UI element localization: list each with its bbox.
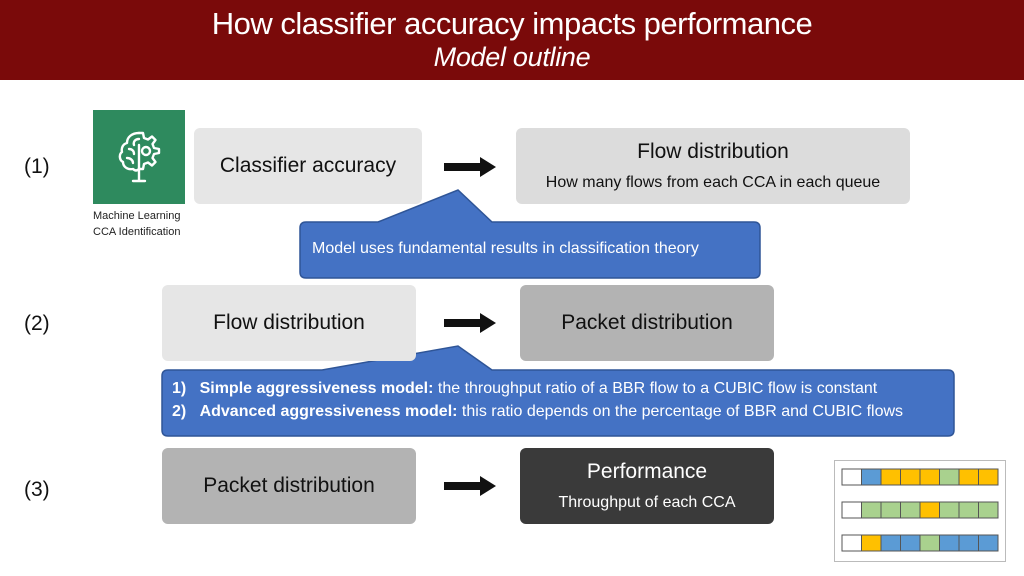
queue-cell-empty (841, 534, 862, 552)
callout2-item1-bold: Simple aggressiveness model: (199, 380, 434, 397)
queue-cell-yellow (978, 468, 999, 486)
queue-cells (841, 468, 999, 552)
flow-distribution-sub: How many flows from each CCA in each que… (545, 174, 881, 191)
queue-cell-green (880, 501, 901, 519)
slide-subtitle: Model outline (433, 42, 591, 72)
performance-title: Performance (586, 460, 708, 483)
queue-cell-yellow (900, 468, 921, 486)
callout1-text: Model uses fundamental results in classi… (312, 240, 699, 257)
queue-cell-green (919, 534, 940, 552)
queue-cell-blue (939, 534, 960, 552)
callout2-item-1: 1) Simple aggressiveness model: the thro… (172, 377, 903, 400)
flow-distribution-label-2: Flow distribution (213, 311, 365, 334)
step-label-1: (1) (24, 155, 50, 178)
queue-cell-green (978, 501, 999, 519)
queue-cell-yellow (880, 468, 901, 486)
packet-distribution-box-2: Packet distribution (162, 448, 416, 524)
flow-distribution-title: Flow distribution (637, 140, 789, 163)
queue-cell-blue (978, 534, 999, 552)
classifier-accuracy-label: Classifier accuracy (219, 154, 397, 177)
flow-distribution-box-1: Flow distribution How many flows from ea… (516, 128, 910, 204)
queue-cell-green (861, 501, 882, 519)
callout2-item2-text: this ratio depends on the percentage of … (457, 403, 904, 420)
step-label-3: (3) (24, 478, 50, 501)
performance-sub: Throughput of each CCA (558, 494, 736, 511)
ml-caption-line2: CCA Identification (93, 226, 181, 238)
gear-brain-icon (93, 110, 185, 204)
ml-caption-line1: Machine Learning (93, 210, 181, 222)
queue-cell-green (939, 468, 960, 486)
queue-cell-yellow (958, 468, 979, 486)
callout2-item1-text: the throughput ratio of a BBR flow to a … (433, 380, 878, 397)
flow-distribution-box-2: Flow distribution (162, 285, 416, 361)
queue-cell-blue (958, 534, 979, 552)
callout2-item2-num: 2) (172, 403, 187, 420)
right-arrow-icon (444, 157, 496, 177)
callout2-item1-num: 1) (172, 380, 187, 397)
slide-title: How classifier accuracy impacts performa… (211, 6, 813, 41)
callout2-item-2: 2) Advanced aggressiveness model: this r… (172, 400, 903, 423)
queue-cell-blue (880, 534, 901, 552)
queue-row (841, 468, 999, 486)
queue-row (841, 534, 999, 552)
queue-cell-green (958, 501, 979, 519)
queue-cell-yellow (919, 501, 940, 519)
title-banner: How classifier accuracy impacts performa… (0, 0, 1024, 80)
queue-cell-empty (841, 468, 862, 486)
queue-cell-blue (900, 534, 921, 552)
packet-distribution-label-2: Packet distribution (203, 474, 375, 497)
packet-distribution-label-1: Packet distribution (561, 311, 733, 334)
classifier-accuracy-box: Classifier accuracy (194, 128, 422, 204)
queue-cell-yellow (919, 468, 940, 486)
callout2-item2-bold: Advanced aggressiveness model: (199, 403, 458, 420)
packet-distribution-box-1: Packet distribution (520, 285, 774, 361)
queue-cell-blue (861, 468, 882, 486)
callout2-list: 1) Simple aggressiveness model: the thro… (172, 377, 903, 423)
step-label-2: (2) (24, 312, 50, 335)
queue-cell-empty (841, 501, 862, 519)
queue-cell-yellow (861, 534, 882, 552)
right-arrow-icon (444, 313, 496, 333)
queue-illustration (834, 460, 1006, 562)
queue-row (841, 501, 999, 519)
queue-cell-green (900, 501, 921, 519)
ml-caption: Machine Learning CCA Identification (93, 208, 180, 240)
queue-cell-green (939, 501, 960, 519)
performance-box: Performance Throughput of each CCA (520, 448, 774, 524)
right-arrow-icon (444, 476, 496, 496)
